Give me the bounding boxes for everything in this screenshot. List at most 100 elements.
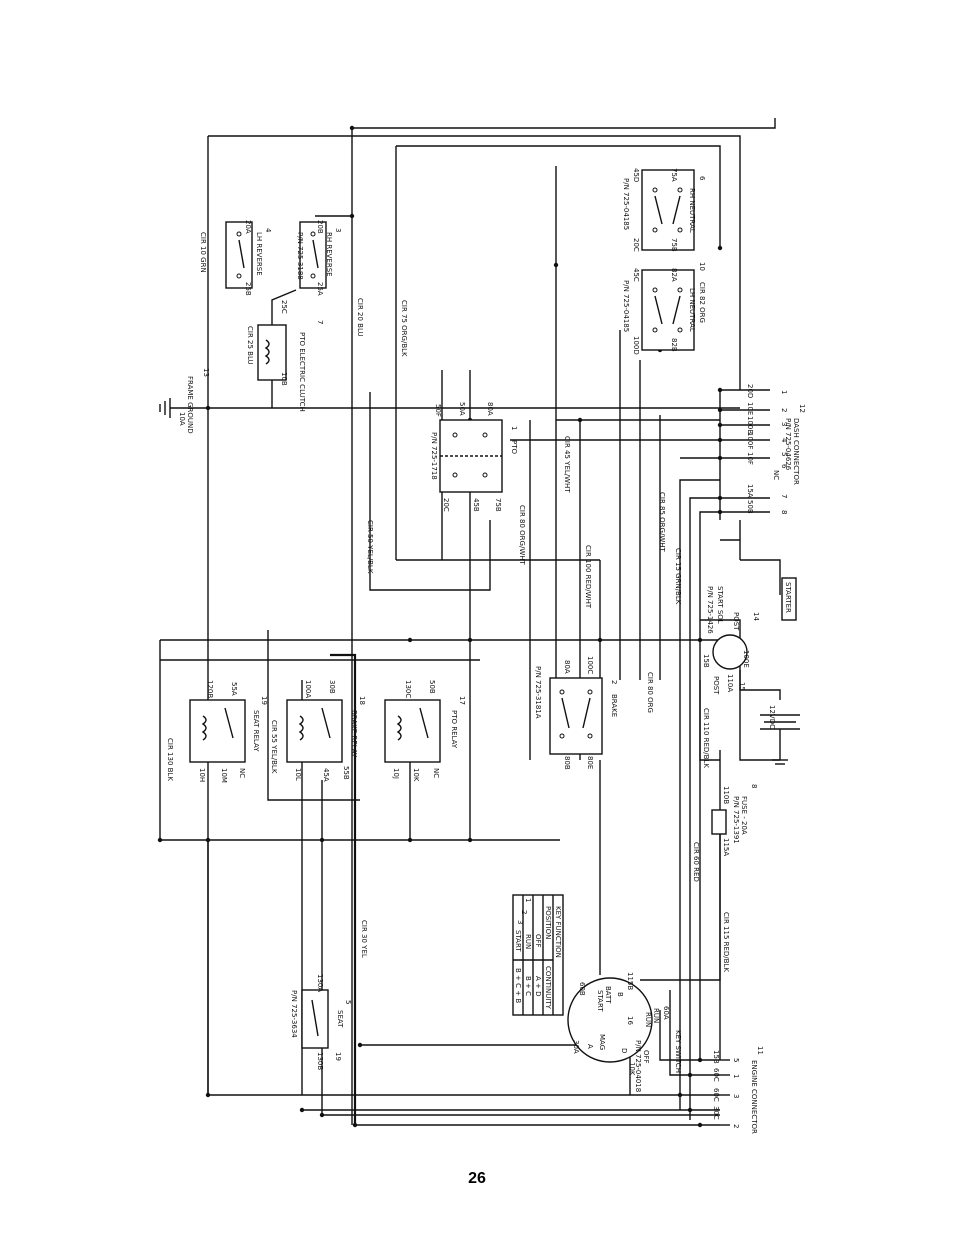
brake-t-100c: 100C [586,656,594,674]
key-table-row-1-cont: A + D [534,976,542,997]
starter-label: STARTER [784,582,792,613]
seat-t-130b: 130B [316,1052,324,1070]
key-t-60a: 60A [662,1006,670,1020]
fuse-t-110b: 110B [722,786,730,804]
rh-reverse-t-20b: 20B [316,220,324,234]
solenoid-num: 14 [752,612,760,621]
seat-name: SEAT [336,1010,344,1028]
key-pos-mag: MAG [598,1034,606,1050]
wire-label-80b: CIR 80 ORG [646,672,654,713]
frame-t-10a: 10A [178,412,186,426]
wire-label-15: CIR 15 GRN/BLK [674,548,682,605]
lh-reverse-t-25b: 25B [244,282,252,296]
wire-label-80: CIR 80 ORG/WHT [518,505,526,566]
key-t-d: D [620,1048,628,1053]
lh-neutral-switch: 10 LH NEUTRAL P/N 725-04185 45C 82A 82B … [622,262,706,355]
pto-pn: P/N 725-1718 [430,432,438,480]
pto-t-20c: 20C [442,498,450,512]
key-pos-off: OFF [642,1050,650,1064]
wire-label-100: CIR 100 RED/WHT [584,545,592,609]
brake-relay-name: BRAKE RELAY [350,710,358,758]
key-pos-run: RUN [644,1012,652,1027]
wire-label-130: CIR 130 BLK [166,738,174,781]
brake-relay-t-45a: 45A [322,768,330,782]
pto-relay: 17 PTO RELAY 130C 50B 10J 10K NC [384,680,466,782]
lh-neutral-name: LH NEUTRAL [688,288,696,332]
start-solenoid: 14 START SOL P/N 725-1426 100E 110A 15B … [702,586,760,695]
fuse-name: FUSE - 20A [740,796,748,835]
seat-relay-t-120b: 120B [206,680,214,698]
wire-label-75: CIR 75 ORG/BLK [400,300,408,357]
engine-name: ENGINE CONNECTOR [750,1060,758,1134]
wire-labels: CIR 10 GRN CIR 20 BLU CIR 25 BLU CIR 75 … [166,232,730,972]
seat-relay-t-10m: 10M [220,768,228,783]
pto-t-50f: 50F [434,404,442,417]
lh-reverse-t-20a: 20A [244,220,252,234]
wire-label-30: CIR 30 YEL [360,920,368,958]
lh-neutral-num: 10 [698,262,706,271]
engine-wire-30c: 30C [712,1106,720,1120]
rh-neutral-name: RH NEUTRAL [688,188,696,233]
battery-num: 15 [738,682,746,691]
solenoid-pn: P/N 725-1426 [706,586,714,634]
dash-wire-15a: 15A [746,484,754,498]
rh-reverse-pn: P/N 725-3188 [296,232,304,280]
lh-neutral-t-100d: 100D [632,336,640,355]
clutch-t-25c: 25C [280,300,288,314]
dash-connector: 12 DASH CONNECTOR P/N 725-04626 1 2 3 4 … [720,384,806,514]
key-table-side-2: 2 [520,910,528,914]
page-number: 26 [468,1170,486,1187]
dash-pin-6: 6 [780,464,788,469]
brake-relay-num: 18 [358,696,366,705]
rh-neutral-switch: 6 RH NEUTRAL P/N 725-04185 45D 75A 75B 2… [622,168,706,252]
key-t-30a: 30A [572,1040,580,1054]
frame-name: FRAME GROUND [186,376,194,434]
engine-pin-1: 1 [732,1074,740,1078]
key-table-side-1: 1 [524,898,532,902]
pto-relay-t-50b: 50B [428,680,436,694]
lh-reverse-switch: 4 LH REVERSE 20A 25B [225,220,272,296]
engine-connector: 11 ENGINE CONNECTOR 5 1 3 2 15B 60C 60C … [712,1046,764,1134]
electric-clutch: 7 PTO ELECTRIC CLUTCH 25C 10B [257,289,324,412]
seat-t-130a: 130A [316,974,324,992]
key-table-col-continuity: CONTINUITY [544,966,552,1010]
lh-reverse-name: LH REVERSE [255,232,263,276]
rh-neutral-t-20c: 20C [632,238,640,252]
solenoid-t-15b: 15B [702,654,710,668]
brake-num: 2 [610,680,618,684]
brake-name: BRAKE [610,694,618,717]
wire-label-55: CIR 55 YEL/BLK [270,720,278,774]
fuse-num: 8 [750,784,758,788]
key-t-115b: 115B [626,972,634,990]
seat-num: 5 [344,1000,352,1004]
dash-wire-50b: 50B [746,500,754,514]
rh-neutral-pn: P/N 725-04185 [622,178,630,230]
engine-pin-3: 3 [732,1094,740,1098]
wire-label-10: CIR 10 GRN [199,232,207,273]
pto-t-45b: 45B [472,498,480,512]
key-pos-batt: BATT [604,986,612,1004]
solenoid-name: START SOL [716,586,724,624]
key-name: KEY SWITCH [674,1030,682,1073]
pto-relay-t-130c: 130C [404,680,412,698]
pto-t-80a: 80A [486,402,494,416]
dash-pin-2: 2 [780,408,788,412]
clutch-num: 7 [316,320,324,324]
key-table-title: KEY FUNCTION [554,906,562,958]
dash-pin-1: 1 [780,390,788,394]
pto-relay-t-10j: 10J [392,768,400,779]
key-t-60b: 60B [578,982,586,996]
brake-pn: P/N 725-3181A [534,666,542,719]
fuse-t-115a: 115A [722,838,730,856]
clutch-t-10b: 10B [280,372,288,386]
pto-num: 1 [510,426,518,430]
wire-label-20: CIR 20 BLU [356,298,364,337]
seat-relay-t-nc: NC [238,768,246,778]
brake-relay-t-100a: 100A [304,680,312,698]
rh-neutral-t-75a: 75A [670,168,678,182]
pto-relay-t-nc: NC [432,768,440,778]
wire-label-45: CIR 45 YEL/WHT [563,436,571,493]
seat-relay-num: 19 [260,696,268,705]
key-table-row-1-pos: OFF [534,934,542,948]
